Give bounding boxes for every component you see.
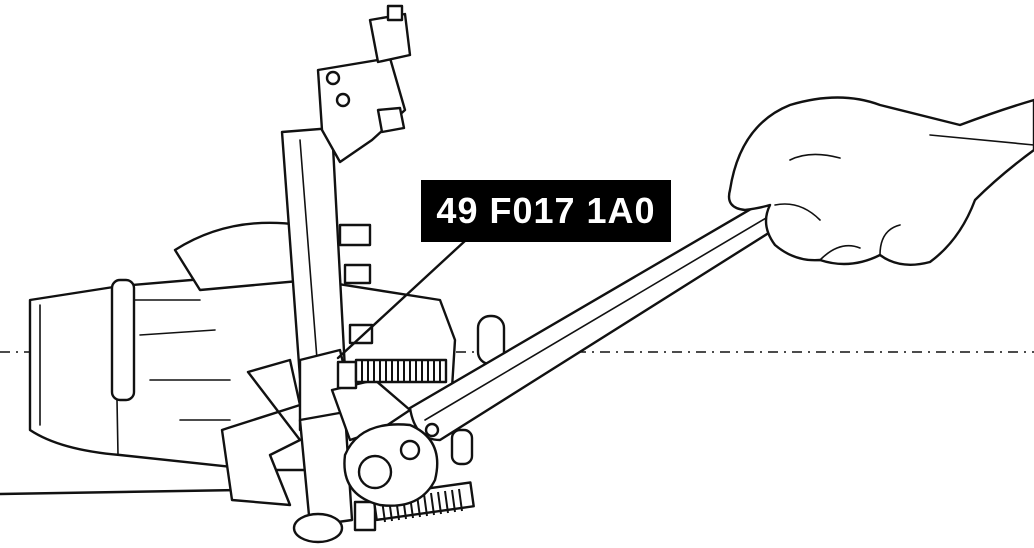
wrench-handle-edge <box>424 204 789 421</box>
clamp-column <box>298 410 354 528</box>
steering-gear-housing <box>280 4 412 380</box>
special-tool-clamp <box>220 314 506 544</box>
ratchet-wrench <box>343 190 804 507</box>
upper-bolt-shank <box>354 358 448 384</box>
housing-tab-1 <box>338 223 372 247</box>
technician-hand <box>727 96 1034 266</box>
upper-bolt-thread <box>361 360 441 382</box>
ratchet-drive-bore <box>357 454 393 490</box>
vise-lower-stud <box>450 428 474 466</box>
housing-tab-2 <box>343 263 372 285</box>
rack-tube-highlight <box>299 139 319 373</box>
sleeve-line <box>929 134 1034 146</box>
tool-number-callout: 49 F017 1A0 <box>421 180 671 242</box>
hand-outline <box>727 96 1034 266</box>
wrench-pivot-pin <box>424 422 440 438</box>
bench-edge <box>0 488 242 496</box>
callout-leader-line <box>336 238 468 360</box>
pinion-mount-hole-2 <box>335 92 351 108</box>
wrench-ratchet-head <box>343 423 439 507</box>
lower-bolt-thread <box>381 488 463 523</box>
upper-bolt-head <box>336 360 358 390</box>
vise-body-detail <box>139 329 231 421</box>
vise-handle-bar <box>110 278 136 402</box>
ratchet-switch <box>399 439 421 461</box>
clamp-column-end <box>292 512 344 544</box>
input-shaft-tip <box>386 4 404 22</box>
clamp-plate-left <box>220 358 302 507</box>
hand-finger-lines <box>774 153 901 261</box>
pipe-fitting <box>376 106 406 134</box>
housing-tab-3 <box>348 323 374 345</box>
lower-bolt-head <box>353 500 377 532</box>
pinion-mount-hole-1 <box>325 70 341 86</box>
